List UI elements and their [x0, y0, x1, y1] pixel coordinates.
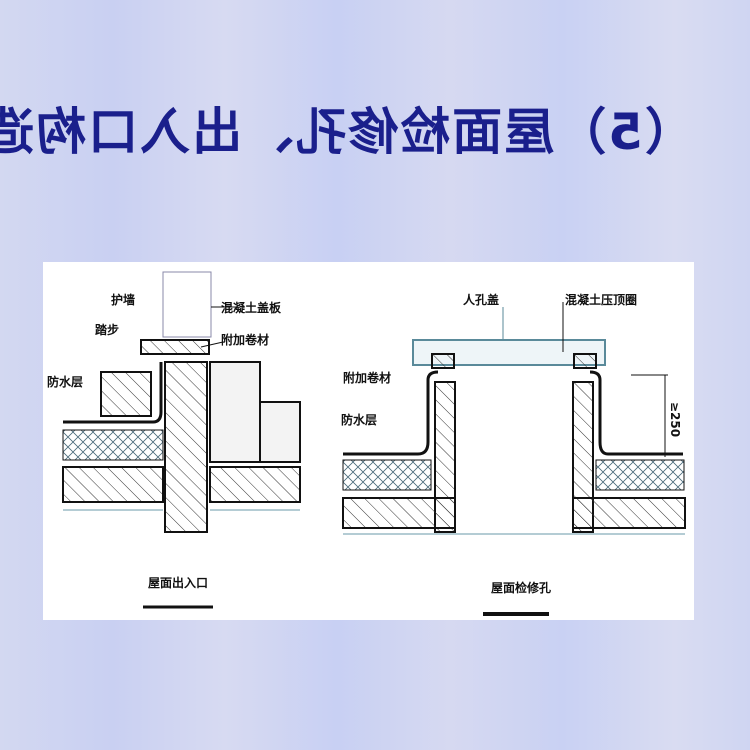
label-step: 踏步	[95, 322, 119, 337]
diagram-panel: 混凝土盖板 附加卷材 护墙 踏步 防水层 屋面出入口	[43, 262, 694, 620]
construction-diagrams: 混凝土盖板 附加卷材 护墙 踏步 防水层 屋面出入口	[47, 271, 686, 616]
roof-exit-diagram: 混凝土盖板 附加卷材 护墙 踏步 防水层 屋面出入口	[47, 271, 301, 609]
label-waterproof-layer-right: 防水层	[341, 412, 377, 427]
caption-roof-hatch: 屋面检修孔	[491, 580, 551, 595]
label-concrete-cover: 混凝土盖板	[221, 300, 282, 315]
dimension-label: ≥250	[668, 402, 682, 437]
page-title: （5）屋面检修孔、出入口构造	[0, 103, 695, 161]
label-concrete-coping-ring: 混凝土压顶圈	[565, 292, 637, 307]
caption-roof-exit: 屋面出入口	[148, 575, 208, 590]
label-manhole-cover: 人孔盖	[463, 292, 499, 307]
label-protective-wall: 护墙	[111, 292, 135, 307]
label-additional-membrane-left: 附加卷材	[221, 332, 269, 347]
label-additional-membrane-right: 附加卷材	[343, 370, 391, 385]
roof-hatch-diagram: ≥250 人孔盖 混凝土压顶圈 附加卷材 防水层 屋面检修孔	[341, 292, 686, 616]
label-waterproof-layer-left: 防水层	[47, 374, 83, 389]
